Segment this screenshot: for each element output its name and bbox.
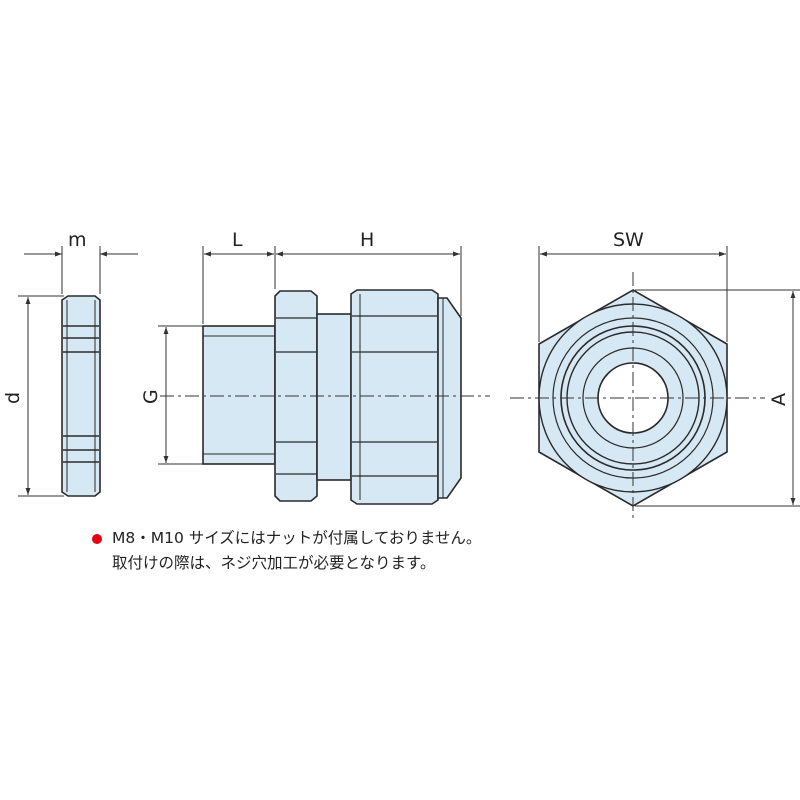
red-bullet-icon xyxy=(92,534,102,544)
label-H: H xyxy=(360,229,374,251)
label-A: A xyxy=(768,393,790,406)
gland-side-view xyxy=(202,289,462,505)
note-line-1: M8・M10 サイズにはナットが付属しておりません。 xyxy=(112,529,482,547)
label-d: d xyxy=(2,392,24,404)
label-L: L xyxy=(232,229,243,251)
gland-front-view xyxy=(538,289,728,507)
label-m: m xyxy=(68,229,87,251)
dimension-m xyxy=(24,246,138,294)
dimension-SW xyxy=(538,246,728,342)
dimension-G xyxy=(158,325,203,465)
note-line-2: 取付けの際は、ネジ穴加工が必要となります。 xyxy=(112,554,436,572)
dimension-d xyxy=(18,295,64,497)
dimension-A xyxy=(635,289,800,507)
label-G: G xyxy=(140,389,162,404)
label-SW: SW xyxy=(613,229,644,251)
installation-note: M8・M10 サイズにはナットが付属しておりません。 取付けの際は、ネジ穴加工が… xyxy=(92,526,758,576)
dimension-L xyxy=(202,246,276,324)
dimension-H xyxy=(276,246,462,316)
nut-side-view xyxy=(61,295,101,497)
